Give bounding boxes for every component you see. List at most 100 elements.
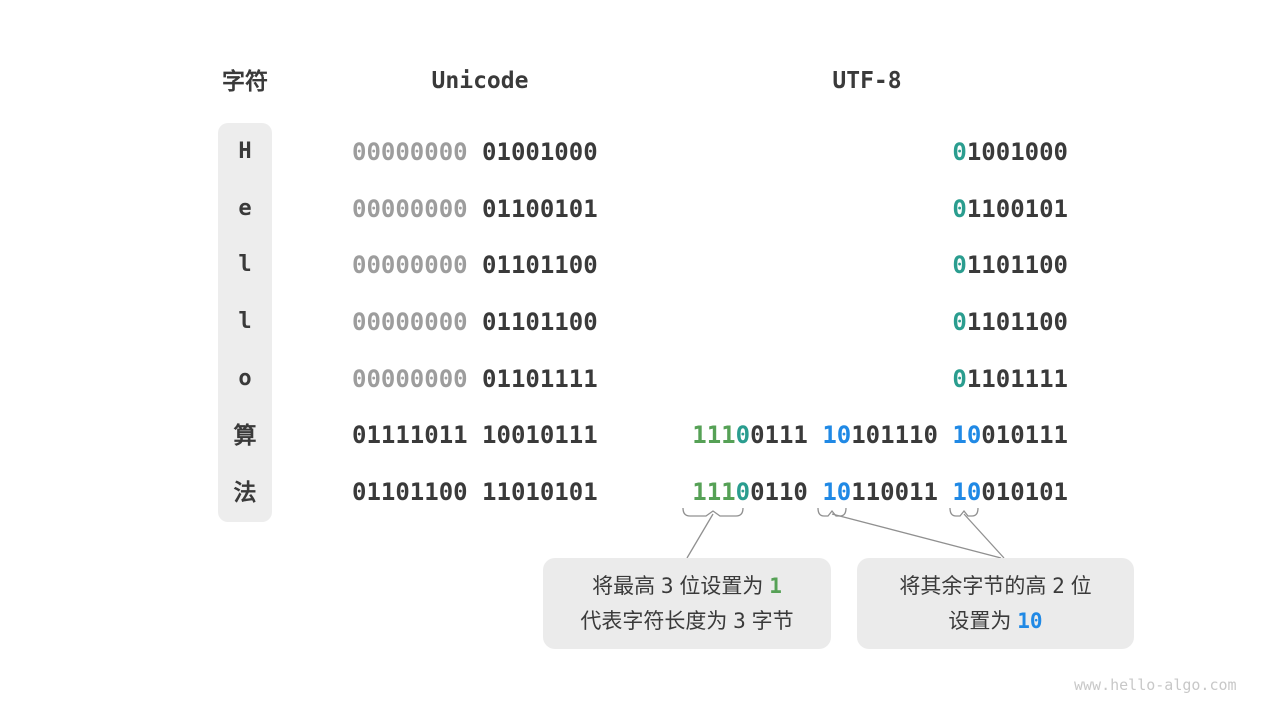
bits-segment <box>468 365 482 393</box>
bits-segment-muted: 00000000 <box>352 307 468 336</box>
bits-segment <box>468 308 482 336</box>
character-cell: 法 <box>233 478 257 505</box>
unicode-bits-cell: 00000000 01101100 <box>352 306 612 338</box>
utf8-bits-cell: 01100101 <box>678 193 1068 225</box>
character-cell: e <box>238 195 252 221</box>
bits-segment <box>468 478 482 506</box>
bits-segment-teal: 0 <box>952 138 967 166</box>
watermark: www.hello-algo.com <box>1074 676 1237 694</box>
character-cell: H <box>238 139 252 164</box>
bits-segment: 01111011 <box>352 421 468 450</box>
bits-segment-teal: 0 <box>735 477 751 506</box>
bits-segment: 01101100 <box>352 477 468 506</box>
bits-segment: 101110 <box>851 421 938 450</box>
bits-segment <box>938 478 952 506</box>
pointer-third-to-callout <box>963 513 1005 559</box>
bits-segment-blue: 10 <box>822 477 852 506</box>
bits-segment: 0110 <box>750 477 808 506</box>
bits-segment: 位设置为 <box>673 574 770 598</box>
bits-segment: 将最高 <box>592 574 661 598</box>
bits-segment: 1101100 <box>966 307 1068 336</box>
bits-segment <box>938 421 952 449</box>
bits-segment <box>468 421 482 449</box>
utf8-bits-cell: 01101100 <box>678 306 1068 338</box>
bits-segment-muted: 00000000 <box>352 138 468 166</box>
bits-segment-muted: 00000000 <box>352 194 468 223</box>
bits-segment: 1101100 <box>966 251 1068 280</box>
bits-segment: 将其余字节的高 <box>899 574 1053 598</box>
bits-segment: 11010101 <box>482 477 598 506</box>
bits-segment: 01001000 <box>482 138 598 166</box>
bits-segment: 位 <box>1064 574 1092 598</box>
bits-segment: 010111 <box>981 421 1068 450</box>
unicode-bits-cell: 01111011 10010111 <box>352 419 612 451</box>
bits-segment <box>808 421 822 449</box>
bits-segment: 01101111 <box>482 364 598 393</box>
bits-segment-blue: 10 <box>822 421 852 450</box>
bits-segment-blue: 10 <box>952 421 982 450</box>
bits-segment: 设置为 <box>948 609 1018 633</box>
bits-segment-num: 3 <box>733 608 746 633</box>
bits-segment-teal: 0 <box>735 421 751 450</box>
bits-segment: 字节 <box>745 609 794 633</box>
bits-segment: 代表字符长度为 <box>580 609 734 633</box>
utf8-bits-cell: 01001000 <box>678 136 1068 168</box>
bits-segment: 110011 <box>851 477 938 506</box>
pointer-leading-to-callout <box>686 513 714 559</box>
utf8-bits-cell: 11100110 10110011 10010101 <box>678 476 1068 508</box>
brace-second-byte <box>817 507 847 517</box>
character-cell: o <box>238 365 252 391</box>
bits-segment-green: 111 <box>692 477 736 506</box>
bits-segment-green: 1 <box>769 573 782 598</box>
utf8-bits-cell: 01101100 <box>678 249 1068 281</box>
unicode-bits-cell: 00000000 01101111 <box>352 363 612 395</box>
unicode-bits-cell: 00000000 01101100 <box>352 249 612 281</box>
bits-segment-teal: 0 <box>952 307 967 336</box>
bits-segment-num: 3 <box>660 573 674 598</box>
bits-segment-teal: 0 <box>952 364 967 393</box>
bits-segment: 01101100 <box>482 307 598 336</box>
column-header-character: 字符 <box>222 68 268 94</box>
bits-segment-blue: 10 <box>952 477 982 506</box>
bits-segment-muted: 00000000 <box>352 364 468 393</box>
bits-segment: 1001000 <box>966 138 1068 166</box>
callout-leading-bits-line2: 代表字符长度为 3 字节 <box>580 604 793 639</box>
bits-segment: 0111 <box>750 421 808 450</box>
callout-continuation-bits: 将其余字节的高 2 位 设置为 10 <box>857 558 1134 649</box>
bits-segment: 01100101 <box>482 194 598 223</box>
unicode-bits-cell: 01101100 11010101 <box>352 476 612 508</box>
bits-segment: 010101 <box>981 477 1068 506</box>
bits-segment: 01101100 <box>482 251 598 280</box>
bits-segment-muted: 00000000 <box>352 251 468 280</box>
character-cell: l <box>238 308 252 334</box>
bits-segment-teal: 0 <box>952 251 967 280</box>
bits-segment: 10010111 <box>482 421 598 450</box>
callout-continuation-bits-line2: 设置为 10 <box>948 604 1042 639</box>
character-column-background <box>218 123 272 522</box>
callout-leading-bits-line1: 将最高 3 位设置为 1 <box>592 569 782 604</box>
bits-segment <box>468 195 482 223</box>
bits-segment <box>808 478 822 506</box>
bits-segment <box>468 138 482 166</box>
bits-segment: 1100101 <box>966 194 1068 223</box>
column-header-unicode: Unicode <box>431 68 529 94</box>
brace-leading-byte <box>682 507 744 517</box>
column-header-utf8: UTF-8 <box>832 68 902 94</box>
bits-segment: 1101111 <box>966 364 1068 393</box>
character-cell: l <box>238 252 252 278</box>
bits-segment-green: 111 <box>692 421 736 450</box>
utf8-bits-cell: 01101111 <box>678 363 1068 395</box>
unicode-bits-cell: 00000000 01100101 <box>352 193 612 225</box>
pointer-second-to-callout <box>831 513 1002 559</box>
bits-segment-teal: 0 <box>952 194 967 223</box>
bits-segment-num: 2 <box>1052 573 1065 598</box>
character-cell: 算 <box>233 422 257 449</box>
callout-leading-bits: 将最高 3 位设置为 1 代表字符长度为 3 字节 <box>543 558 831 649</box>
